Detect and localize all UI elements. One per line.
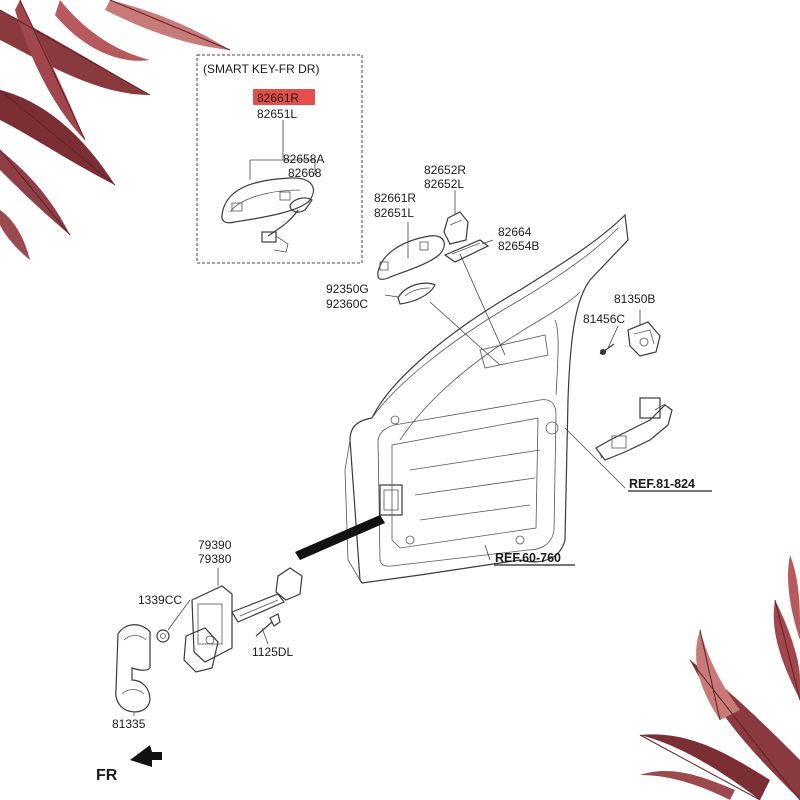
- label-pad-a: 82664: [498, 225, 532, 239]
- label-cover-r: 82652R: [424, 163, 466, 177]
- pointer-wedge: [295, 515, 385, 560]
- door-hinge: [115, 624, 151, 713]
- leaf-bottom-right: [639, 555, 800, 800]
- inset-antenna: [261, 197, 313, 253]
- label-inset-antenna-a: 82658A: [283, 152, 324, 166]
- door-latch: [627, 321, 661, 357]
- outside-door-handle: [377, 235, 445, 280]
- label-inset-handle-r: 82661R: [257, 91, 299, 105]
- checker-bolt: [255, 613, 281, 637]
- handle-bezel: [397, 282, 436, 305]
- label-checker-a: 79390: [198, 538, 232, 552]
- inset-title: (SMART KEY-FR DR): [203, 62, 319, 76]
- label-latch-screw: 81456C: [583, 312, 625, 326]
- label-bezel-c: 92360C: [326, 297, 368, 311]
- ref-panel: REF.60-760: [495, 551, 561, 565]
- door-checker: [183, 567, 303, 673]
- inset-door-handle: [221, 177, 314, 224]
- label-hinge: 81335: [112, 717, 146, 731]
- label-latch: 81350B: [614, 292, 655, 306]
- label-cover-l: 82652L: [424, 177, 464, 191]
- handle-cover: [443, 211, 469, 245]
- label-nut: 1339CC: [138, 593, 182, 607]
- handle-pad: [443, 239, 490, 263]
- fr-arrow-icon: [130, 745, 162, 767]
- fr-mark: FR: [96, 767, 118, 784]
- label-checker-b: 79380: [198, 552, 232, 566]
- front-door-panel: [344, 213, 629, 584]
- latch-screw: [599, 343, 615, 355]
- label-inset-handle-l: 82651L: [257, 107, 297, 121]
- door-lock-assembly: [595, 397, 673, 461]
- checker-nut: [156, 629, 170, 643]
- label-inset-antenna: 82668: [288, 166, 322, 180]
- ref-lock: REF.81-824: [629, 477, 695, 491]
- label-handle-r: 82661R: [374, 191, 416, 205]
- inset-frame: [196, 54, 363, 264]
- label-pad-b: 82654B: [498, 239, 539, 253]
- label-bezel-g: 92350G: [326, 282, 369, 296]
- leaf-top-left: [0, 0, 231, 260]
- label-bolt: 1125DL: [252, 645, 293, 659]
- highlight-box: [253, 89, 315, 105]
- label-handle-l: 82651L: [374, 206, 414, 220]
